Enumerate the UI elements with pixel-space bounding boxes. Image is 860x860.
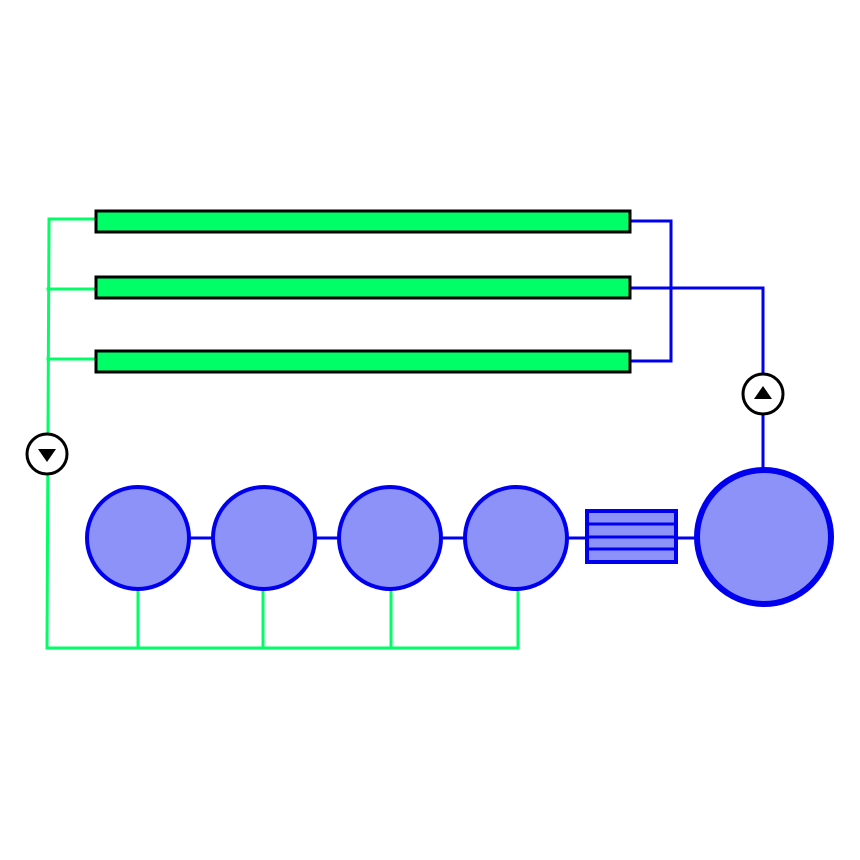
heat-exchanger-plates <box>587 522 676 551</box>
collector-array <box>94 209 632 374</box>
return-pump <box>25 432 69 476</box>
large-storage-tank <box>694 467 834 607</box>
collector-panel-2 <box>94 275 632 300</box>
storage-tank-3 <box>337 485 443 591</box>
chevron-up-icon <box>754 386 772 399</box>
collector-panel-1 <box>94 209 632 234</box>
storage-tanks <box>85 485 569 591</box>
storage-tank-4 <box>463 485 569 591</box>
collector-panel-3 <box>94 349 632 374</box>
supply-riser <box>630 286 765 468</box>
storage-tank-2 <box>211 485 317 591</box>
storage-tank-1 <box>85 485 191 591</box>
collector-outlet-loop <box>630 219 673 363</box>
supply-pump <box>741 372 785 416</box>
heat-exchanger <box>585 509 678 564</box>
chevron-down-icon <box>38 449 56 462</box>
